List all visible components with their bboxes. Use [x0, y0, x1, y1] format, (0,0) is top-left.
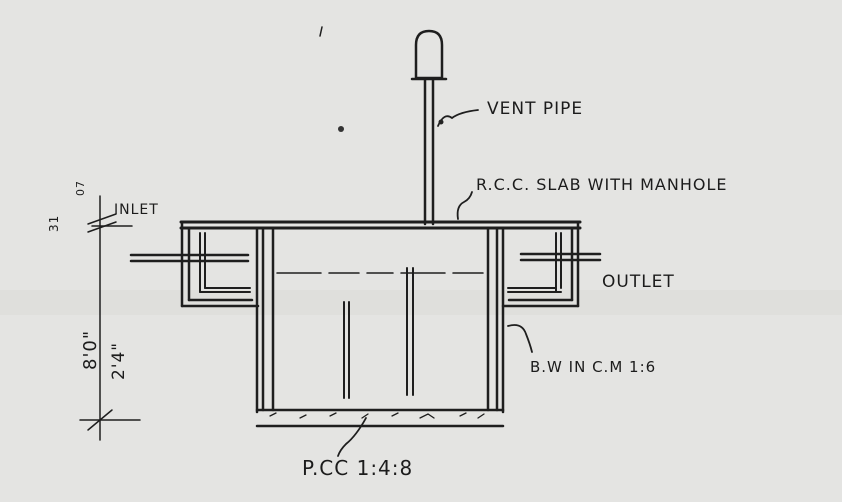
inlet-chamber — [129, 220, 260, 308]
rcc-slab-label: R.C.C. SLAB WITH MANHOLE — [476, 175, 727, 194]
paper-fold-shade — [0, 290, 842, 315]
rcc-slab — [179, 220, 582, 230]
height-dimension — [79, 195, 141, 441]
rcc-slab-leader — [456, 191, 473, 220]
dimension-total-height: 8'0" — [80, 330, 101, 370]
stray-mark-dot — [338, 126, 344, 132]
pcc-base — [255, 408, 505, 428]
dimension-tick-top-b — [87, 221, 117, 233]
main-tank — [255, 226, 505, 414]
dimension-tick-bottom — [87, 409, 113, 431]
pcc-base-hatch — [269, 412, 485, 419]
outlet-label: OUTLET — [602, 272, 675, 292]
vent-pipe — [410, 29, 448, 226]
dimension-inner-height: 2'4" — [109, 342, 129, 380]
bw-label: B.W IN C.M 1:6 — [530, 358, 656, 376]
vent-pipe-cap — [414, 29, 444, 80]
pcc-leader — [337, 417, 367, 457]
pcc-label: P.CC 1:4:8 — [302, 456, 413, 480]
dimension-tick-top-a — [87, 213, 117, 225]
bw-leader — [507, 324, 533, 353]
dimension-top-small: 07 — [74, 180, 87, 196]
inlet-label: INLET — [114, 202, 159, 218]
vent-pipe-leader-dot — [438, 119, 444, 125]
outlet-chamber — [501, 220, 602, 308]
vent-pipe-label: VENT PIPE — [487, 99, 583, 119]
dimension-top-large: 31 — [47, 215, 61, 232]
stray-mark-tick — [319, 26, 323, 37]
